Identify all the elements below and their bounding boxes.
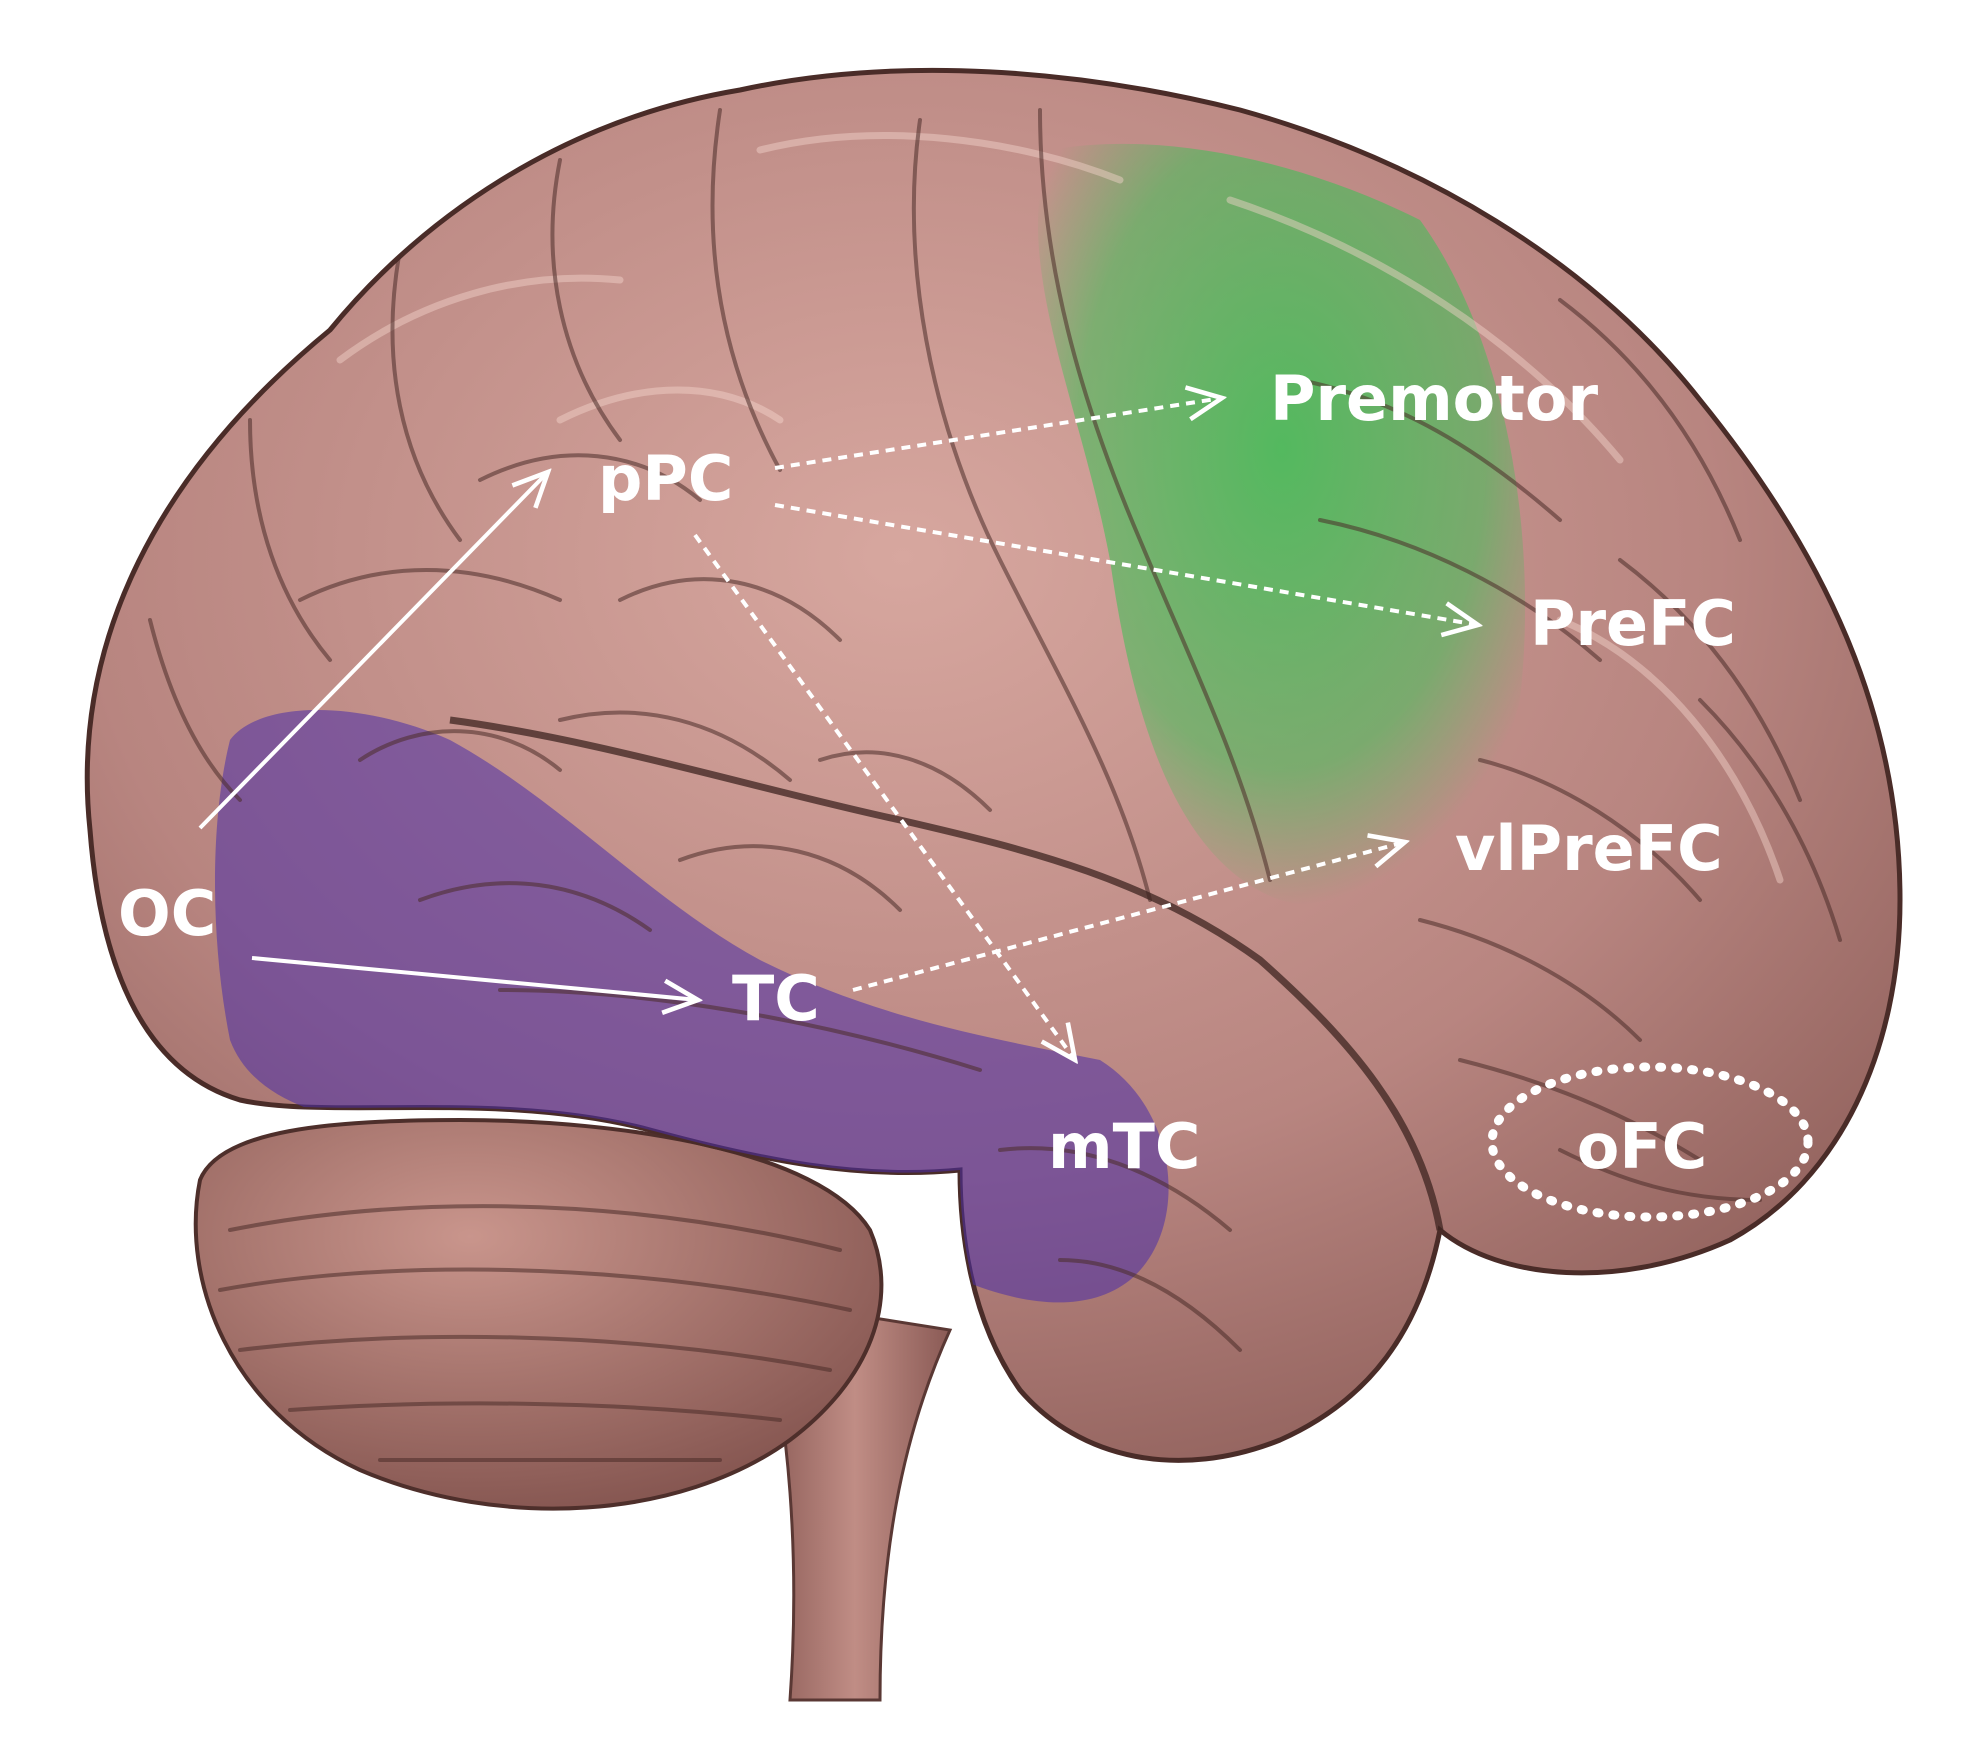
label-oc: OC	[118, 877, 216, 950]
region-labels: OC pPC Premotor PreFC vlPreFC TC mTC oFC	[118, 362, 1736, 1183]
ofc-dotted-outline	[1487, 1062, 1813, 1222]
cerebellum	[193, 1117, 884, 1511]
connection-arrows	[198, 398, 1478, 1060]
label-vlprefc: vlPreFC	[1455, 812, 1723, 885]
label-ofc: oFC	[1577, 1110, 1707, 1183]
premotor-highlight	[1037, 143, 1526, 907]
label-premotor: Premotor	[1270, 362, 1598, 435]
arrow-ppc-to-premotor	[774, 398, 1222, 470]
label-prefc: PreFC	[1530, 587, 1736, 660]
label-tc: TC	[732, 962, 820, 1035]
arrow-ppc-to-prefc	[774, 503, 1478, 625]
label-mtc: mTC	[1048, 1110, 1200, 1183]
arrow-oc-to-tc	[251, 956, 698, 1000]
label-ppc: pPC	[598, 442, 733, 515]
arrow-ppc-to-mtc	[693, 533, 1075, 1060]
arrow-oc-to-ppc	[198, 472, 548, 830]
